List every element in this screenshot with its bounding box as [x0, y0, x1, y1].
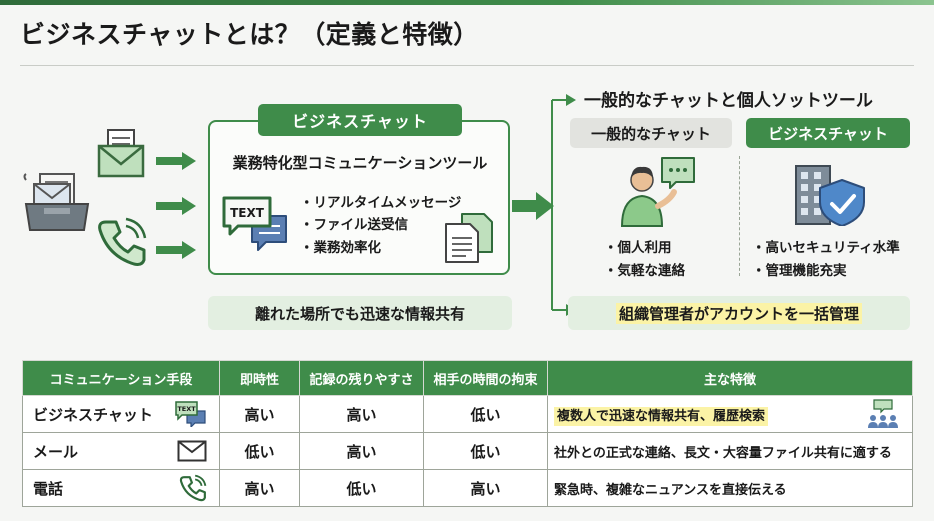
- business-chat-tag: ビジネスチャット: [746, 118, 910, 148]
- svg-text:TEXT: TEXT: [230, 206, 265, 220]
- table-row: メール 低い 高い 低い 社外との正式な連絡、長文・大容量ファイル共有に適する: [22, 432, 913, 470]
- table-cell-feature: 複数人で迅速な情報共有、履歴検索: [547, 395, 913, 433]
- table-header-cell: 相手の時間の拘束: [423, 360, 548, 396]
- table-cell-time-bind: 低い: [423, 432, 548, 470]
- envelope-icon: [97, 129, 145, 178]
- feature-highlight: 複数人で迅速な情報共有、履歴検索: [554, 406, 769, 426]
- building-shield-icon: [795, 165, 865, 226]
- documents-icon: [445, 213, 493, 263]
- center-banner: 離れた場所でも迅速な情報共有: [208, 296, 512, 330]
- center-feature-item: ・リアルタイムメッセージ: [300, 195, 462, 211]
- table-header-row: コミュニケーション手段 即時性 記録の残りやすさ 相手の時間の拘束 主な特徴: [22, 360, 913, 396]
- table-header-cell: 即時性: [219, 360, 300, 396]
- table-cell-feature: 社外との正式な連絡、長文・大容量ファイル共有に適する: [547, 432, 913, 470]
- branch-connector: [512, 94, 576, 316]
- phone-icon: [98, 217, 147, 266]
- table-cell-time-bind: 低い: [423, 395, 548, 433]
- text-chat-icon: TEXT: [175, 401, 206, 427]
- row-label: ビジネスチャット: [33, 405, 153, 424]
- row-label: 電話: [33, 479, 64, 498]
- table-cell-record: 高い: [299, 432, 424, 470]
- center-subtitle: 業務特化型コミュニケーションツール: [232, 154, 488, 172]
- business-bullet: ・高いセキュリティ水準: [752, 240, 900, 256]
- table-cell-immediacy: 高い: [219, 469, 300, 507]
- arrow-right-icon: [156, 152, 196, 170]
- business-bullet: ・管理機能充実: [752, 263, 847, 279]
- table-cell-immediacy: 高い: [219, 395, 300, 433]
- general-bullet: ・気軽な連絡: [604, 263, 685, 279]
- phone-icon: [179, 474, 207, 502]
- inbox-tray-icon: [23, 173, 90, 231]
- table-cell-record: 低い: [299, 469, 424, 507]
- arrow-right-icon: [156, 241, 196, 259]
- comparison-table: コミュニケーション手段 即時性 記録の残りやすさ 相手の時間の拘束 主な特徴 ビ…: [22, 360, 913, 507]
- table-cell-record: 高い: [299, 395, 424, 433]
- general-chat-tag: 一般的なチャット: [570, 118, 732, 148]
- envelope-icon: [177, 440, 207, 462]
- general-bullet: ・個人利用: [604, 240, 672, 256]
- svg-text:TEXT: TEXT: [177, 405, 196, 413]
- table-header-cell: 主な特徴: [547, 360, 913, 396]
- row-label: メール: [33, 442, 79, 461]
- table-row: 電話 高い 低い 高い 緊急時、複雑なニュアンスを直接伝える: [22, 469, 913, 507]
- right-banner-text: 組織管理者がアカウントを一括管理: [615, 302, 862, 324]
- text-chat-bubble-icon: TEXT: [222, 196, 287, 251]
- arrow-right-icon: [156, 197, 196, 215]
- column-divider: [739, 156, 740, 276]
- center-feature-item: ・業務効率化: [300, 240, 381, 256]
- person-chat-icon: [620, 157, 695, 227]
- center-feature-item: ・ファイル送受信: [300, 217, 408, 233]
- right-banner: 組織管理者がアカウントを一括管理: [568, 296, 910, 330]
- table-header-cell: 記録の残りやすさ: [299, 360, 424, 396]
- table-cell-feature: 緊急時、複雑なニュアンスを直接伝える: [547, 469, 913, 507]
- table-cell-name: メール: [22, 432, 220, 470]
- table-cell-time-bind: 高い: [423, 469, 548, 507]
- table-header-cell: コミュニケーション手段: [22, 360, 220, 396]
- top-accent-bar: [0, 0, 934, 5]
- table-cell-name: 電話: [22, 469, 220, 507]
- table-row: ビジネスチャット TEXT 高い 高い 低い 複数人で迅速な情報共有、履歴検索: [22, 395, 913, 433]
- table-cell-immediacy: 低い: [219, 432, 300, 470]
- right-title: 一般的なチャットと個人ソットツール: [584, 91, 873, 111]
- table-cell-name: ビジネスチャット TEXT: [22, 395, 220, 433]
- title-divider: [20, 65, 914, 66]
- center-header: ビジネスチャット: [258, 104, 462, 136]
- page-title: ビジネスチャットとは？（定義と特徴）: [20, 20, 479, 49]
- group-chat-icon: [868, 399, 898, 428]
